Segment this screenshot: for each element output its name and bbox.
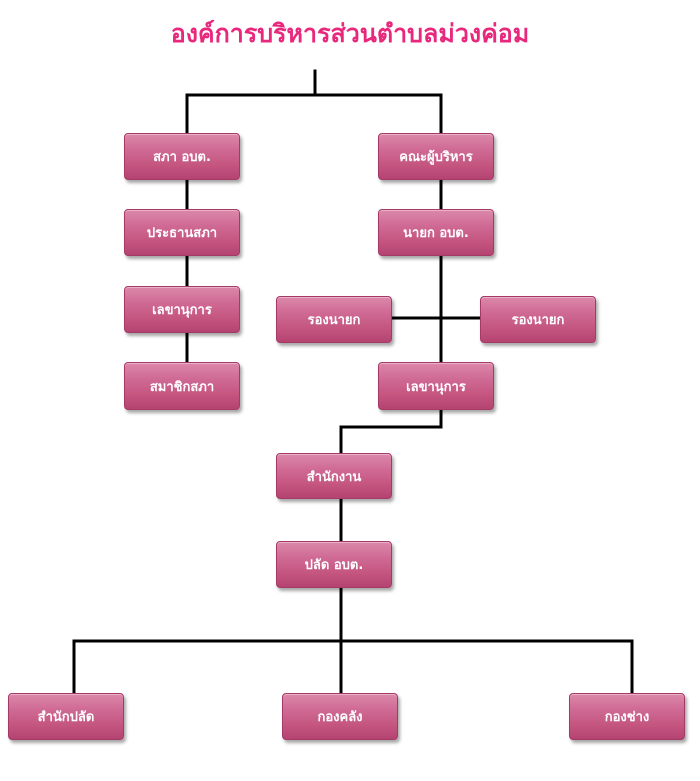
node-deputy-mayor-right: รองนายก: [480, 296, 596, 343]
node-engineering-division: กองช่าง: [569, 693, 685, 740]
node-executive-board: คณะผู้บริหาร: [378, 133, 494, 180]
node-council: สภา อบต.: [124, 133, 240, 180]
node-finance-division: กองคลัง: [282, 693, 398, 740]
chart-title: องค์การบริหารส่วนตำบลม่วงค่อม: [170, 19, 530, 48]
node-office: สำนักงาน: [276, 453, 392, 499]
node-deputy-mayor-left: รองนายก: [276, 296, 392, 343]
node-council-chair: ประธานสภา: [124, 209, 240, 256]
node-permanent-secretary: ปลัด อบต.: [276, 541, 392, 588]
node-mayor-secretary: เลขานุการ: [378, 362, 494, 410]
node-council-member: สมาชิกสภา: [124, 362, 240, 410]
node-office-of-secretary: สำนักปลัด: [8, 693, 124, 740]
node-council-secretary: เลขานุการ: [124, 286, 240, 333]
node-mayor: นายก อบต.: [378, 209, 494, 256]
